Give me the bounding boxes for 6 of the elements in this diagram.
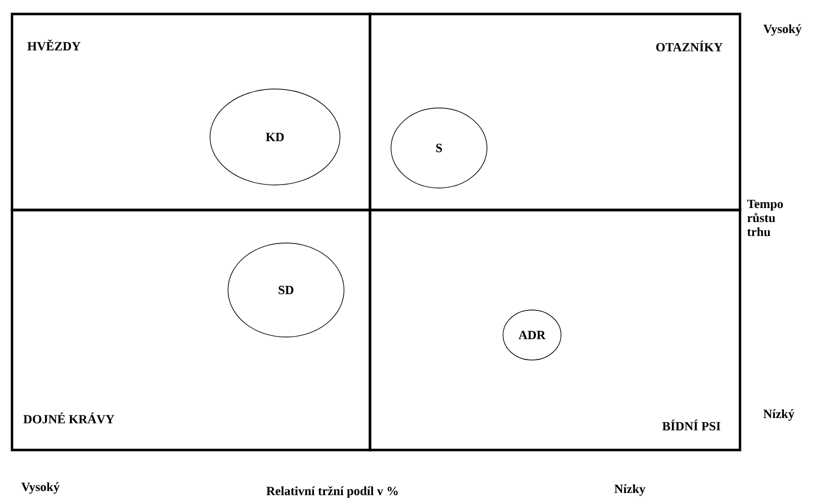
axis-label: Relativní tržní podíl v % [266, 486, 398, 498]
axis-label: Tempo růstu trhu [747, 200, 783, 236]
axis-label: Vysoký [21, 482, 60, 494]
axis-label: Vysoký [763, 24, 802, 36]
axis-label: Nízky [614, 484, 646, 496]
axis-label: Nízký [763, 409, 794, 421]
